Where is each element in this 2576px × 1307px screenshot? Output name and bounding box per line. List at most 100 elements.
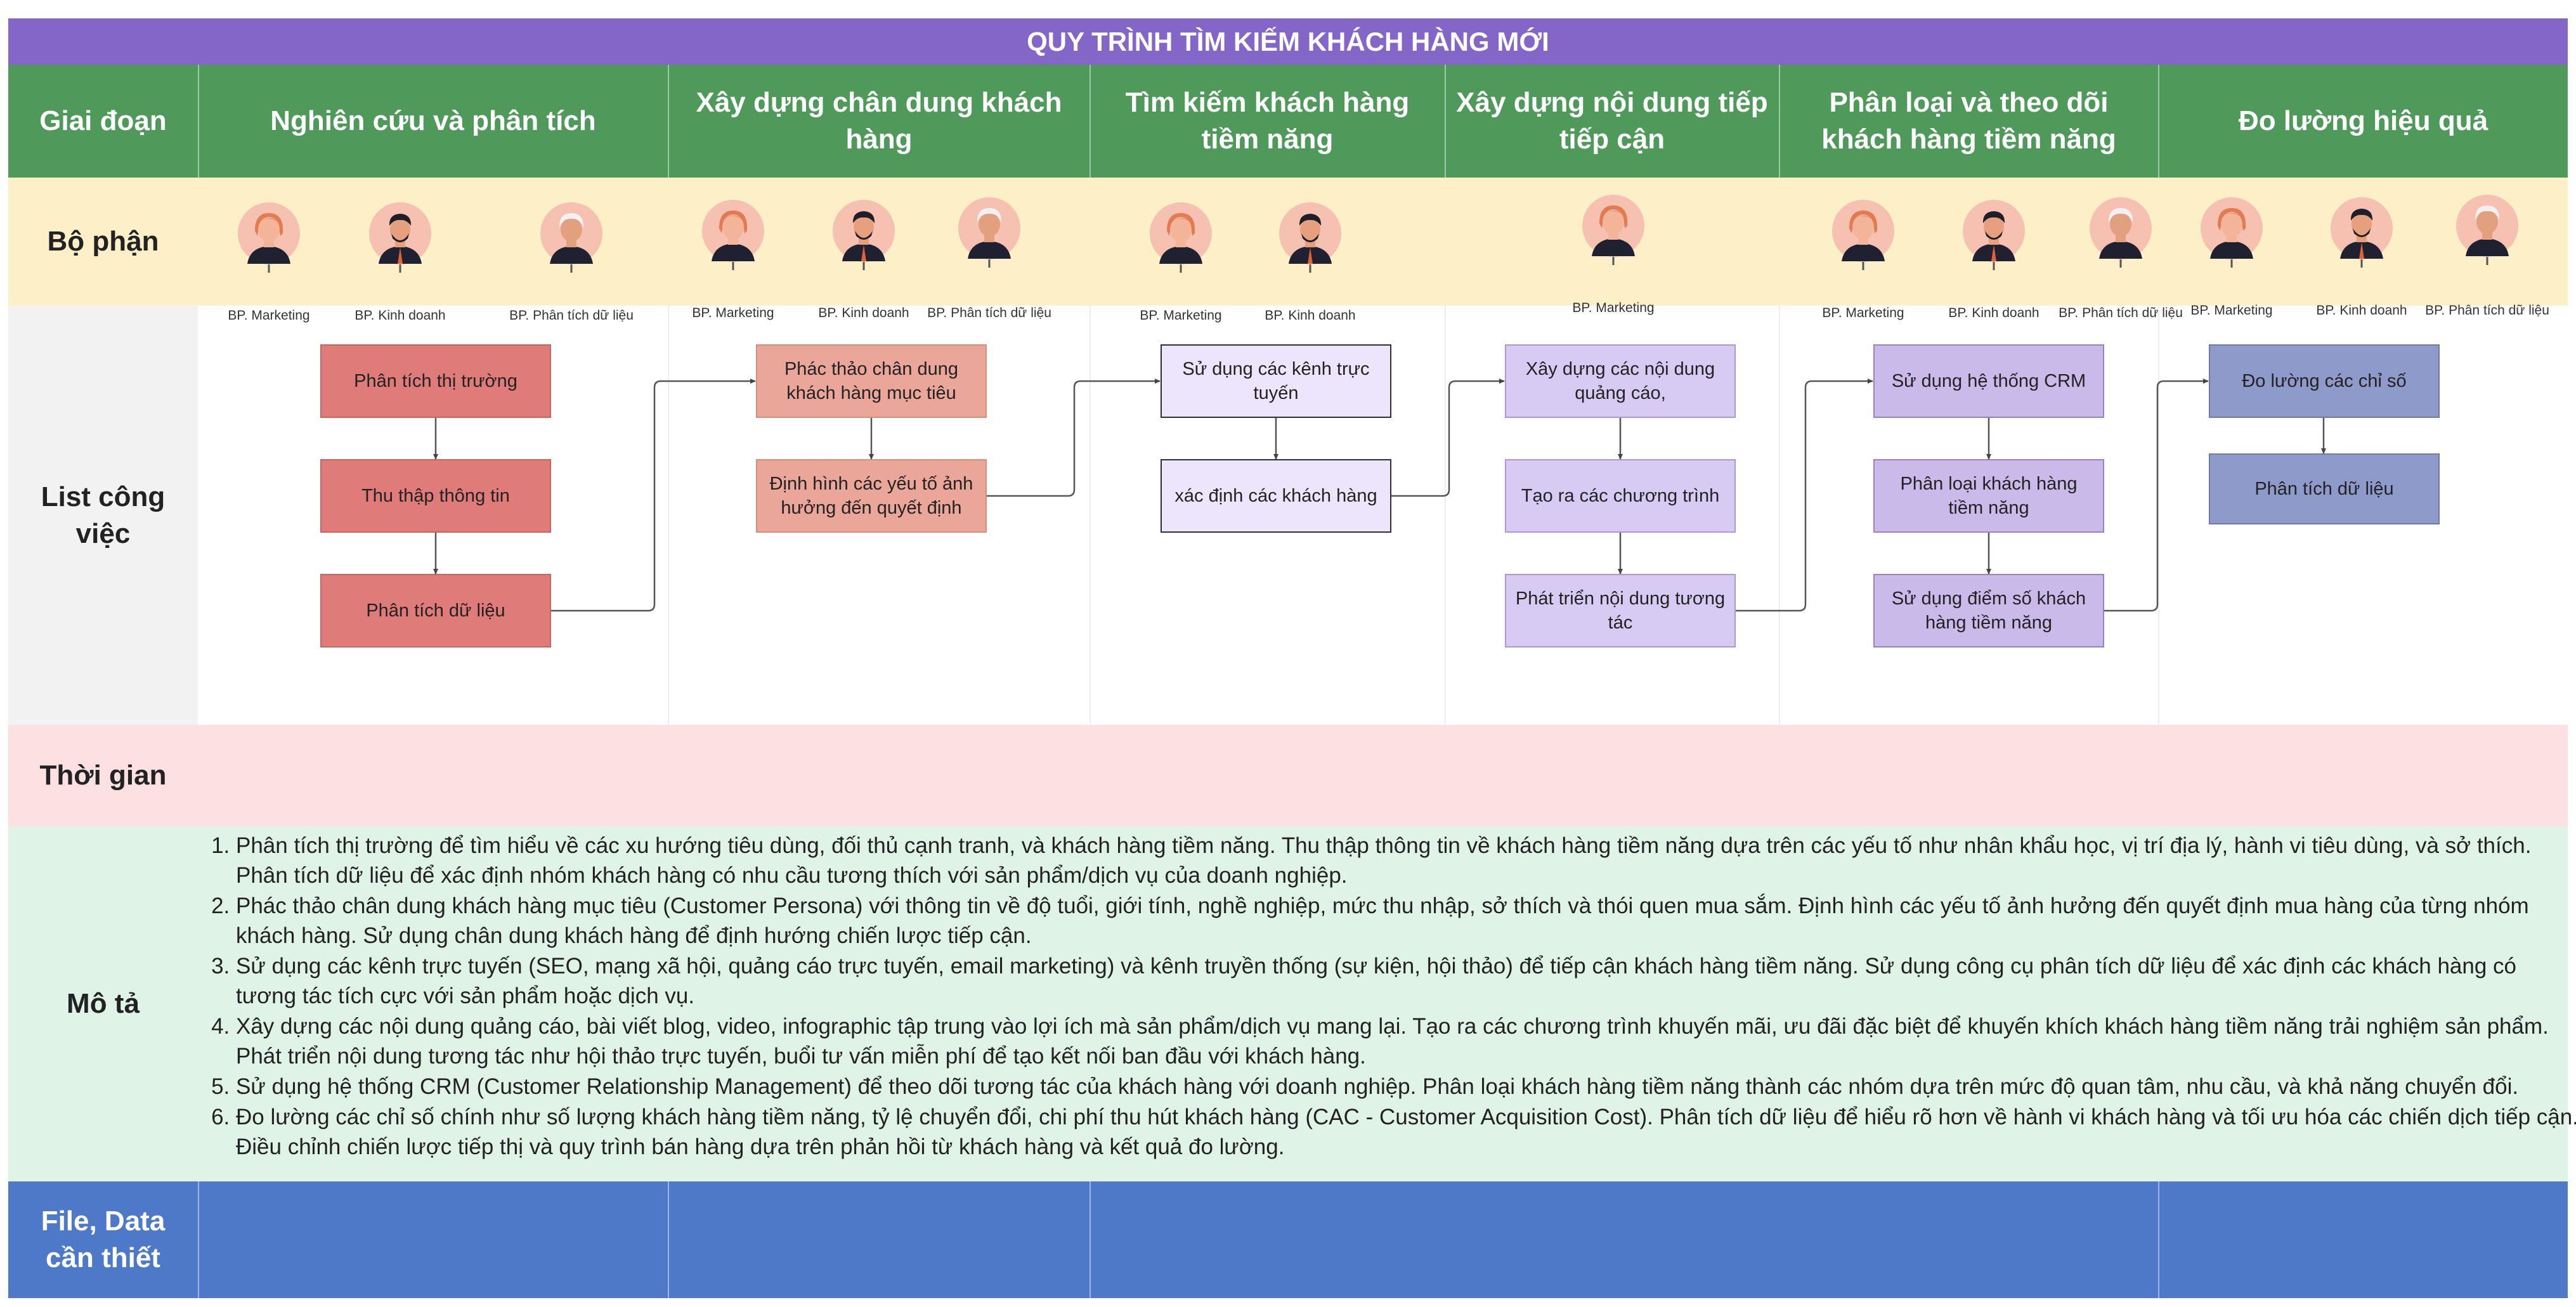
task-box: Sử dụng điểm số khách hàng tiềm năng [1873,574,2104,647]
time-row-header: Thời gian [39,760,167,791]
connector-arrow [1391,379,1505,497]
time-row [8,725,2568,826]
marketing-person-avatar-icon [1582,195,1644,265]
department-label: BP. Phân tích dữ liệu [509,308,634,323]
task-box: Phân tích dữ liệu [2209,453,2440,524]
task-box: Phác thảo chân dung khách hàng mục tiêu [756,344,987,418]
department-label: BP. Kinh doanh [355,308,446,323]
column-divider [1779,65,1780,178]
column-divider [1445,306,1446,725]
department-label: BP. Kinh doanh [1948,306,2039,320]
sales-person-avatar-icon [833,200,895,270]
department-label: BP. Phân tích dữ liệu [927,306,1051,320]
files-row [8,1181,2568,1298]
sales-person-avatar-icon [369,202,431,273]
department-row-header: Bộ phận [47,226,159,257]
department-label: BP. Marketing [692,306,774,320]
task-box: Sử dụng hệ thống CRM [1873,344,2104,418]
column-divider [2158,65,2159,178]
stage-title-research: Nghiên cứu và phân tích [270,105,596,136]
department-label: BP. Kinh doanh [1265,308,1356,323]
department-marketing: BP. Marketing [2162,197,2301,318]
task-box: Phân tích dữ liệu [320,574,551,647]
connector-arrow [1736,379,1873,612]
description-item: Đo lường các chỉ số chính như số lượng k… [236,1102,2576,1162]
marketing-person-avatar-icon [2201,197,2263,268]
department-marketing: BP. Marketing [1111,202,1251,323]
description-row-header: Mô tả [67,988,140,1019]
task-box: Sử dụng các kênh trực tuyến [1161,344,1391,418]
department-marketing: BP. Marketing [1793,199,1933,320]
department-sales: BP. Kinh doanh [330,202,470,323]
marketing-person-avatar-icon [702,200,764,270]
task-row-header: List công việc [8,306,198,725]
department-label: BP. Marketing [2190,303,2273,318]
department-marketing: BP. Marketing [663,199,803,320]
description-row [8,826,2568,1181]
column-divider [2158,306,2159,725]
column-divider [198,1181,199,1298]
connector-arrow [2104,379,2209,612]
department-label: BP. Kinh doanh [818,306,909,320]
stage-row-header: Giai đoạn [39,105,167,136]
task-box: Tạo ra các chương trình [1505,459,1736,533]
task-box: Phân loại khách hàng tiềm năng [1873,459,2104,533]
department-marketing: BP. Marketing [1544,194,1683,315]
files-row-header: File, Data cần thiết [41,1206,166,1273]
department-label: BP. Marketing [228,308,310,323]
task-box: Đo lường các chỉ số [2209,344,2440,418]
task-box: Phân tích thị trường [320,344,551,418]
department-data-analysis: BP. Phân tích dữ liệu [920,197,1059,320]
department-data-analysis: BP. Phân tích dữ liệu [2417,194,2557,318]
stage-title-tracking: Phân loại và theo dõi khách hàng tiềm nă… [1821,87,2116,155]
diagram-title: QUY TRÌNH TÌM KIẾM KHÁCH HÀNG MỚI [8,18,2568,65]
sales-person-avatar-icon [1279,202,1341,273]
task-box: Phát triển nội dung tương tác [1505,574,1736,647]
department-label: BP. Marketing [1822,306,1904,320]
department-data-analysis: BP. Phân tích dữ liệu [2051,197,2190,320]
department-label: BP. Kinh doanh [2316,303,2407,318]
column-divider [1090,65,1091,178]
column-divider [668,1181,669,1298]
description-item: Xây dựng các nội dung quảng cáo, bài viế… [236,1011,2576,1071]
department-data-analysis: BP. Phân tích dữ liệu [502,202,641,323]
column-divider [668,65,669,178]
column-divider [1090,306,1091,725]
department-sales: BP. Kinh doanh [1240,202,1380,323]
stage-title-content: Xây dựng nội dung tiếp tiếp cận [1456,87,1768,155]
task-box: xác định các khách hàng [1161,459,1391,533]
analyst-person-avatar-icon [2090,197,2152,268]
task-box: Thu thập thông tin [320,459,551,533]
sales-person-avatar-icon [2331,197,2393,268]
description-item: Phân tích thị trường để tìm hiểu về các … [236,831,2576,890]
column-divider [668,306,669,725]
stage-row [8,65,2568,178]
description-item: Sử dụng các kênh trực tuyến (SEO, mạng x… [236,951,2576,1011]
department-label: BP. Marketing [1140,308,1222,323]
description-item: Sử dụng hệ thống CRM (Customer Relations… [236,1072,2576,1102]
department-sales: BP. Kinh doanh [794,199,933,320]
task-box: Định hình các yếu tố ảnh hưởng đến quyết… [756,459,987,533]
stage-title-measurement: Đo lường hiệu quả [2238,105,2488,136]
description-item: Phác thảo chân dung khách hàng mục tiêu … [236,891,2576,951]
department-sales: BP. Kinh doanh [2292,197,2431,318]
department-label: BP. Phân tích dữ liệu [2059,306,2183,320]
department-marketing: BP. Marketing [199,202,339,323]
column-divider [1445,65,1446,178]
sales-person-avatar-icon [1963,200,2025,270]
task-box: Xây dựng các nội dung quảng cáo, [1505,344,1736,418]
department-label: BP. Phân tích dữ liệu [2425,303,2549,318]
department-label: BP. Marketing [1572,301,1655,315]
stage-title-persona: Xây dựng chân dung khách hàng [696,87,1062,155]
column-divider [198,65,199,178]
analyst-person-avatar-icon [958,197,1020,268]
column-divider [1779,306,1780,725]
marketing-person-avatar-icon [238,202,300,273]
analyst-person-avatar-icon [540,202,602,273]
stage-title-prospecting: Tìm kiếm khách hàng tiềm năng [1125,87,1410,155]
analyst-person-avatar-icon [2456,195,2518,265]
department-sales: BP. Kinh doanh [1924,199,2064,320]
connector-arrow [987,379,1161,497]
